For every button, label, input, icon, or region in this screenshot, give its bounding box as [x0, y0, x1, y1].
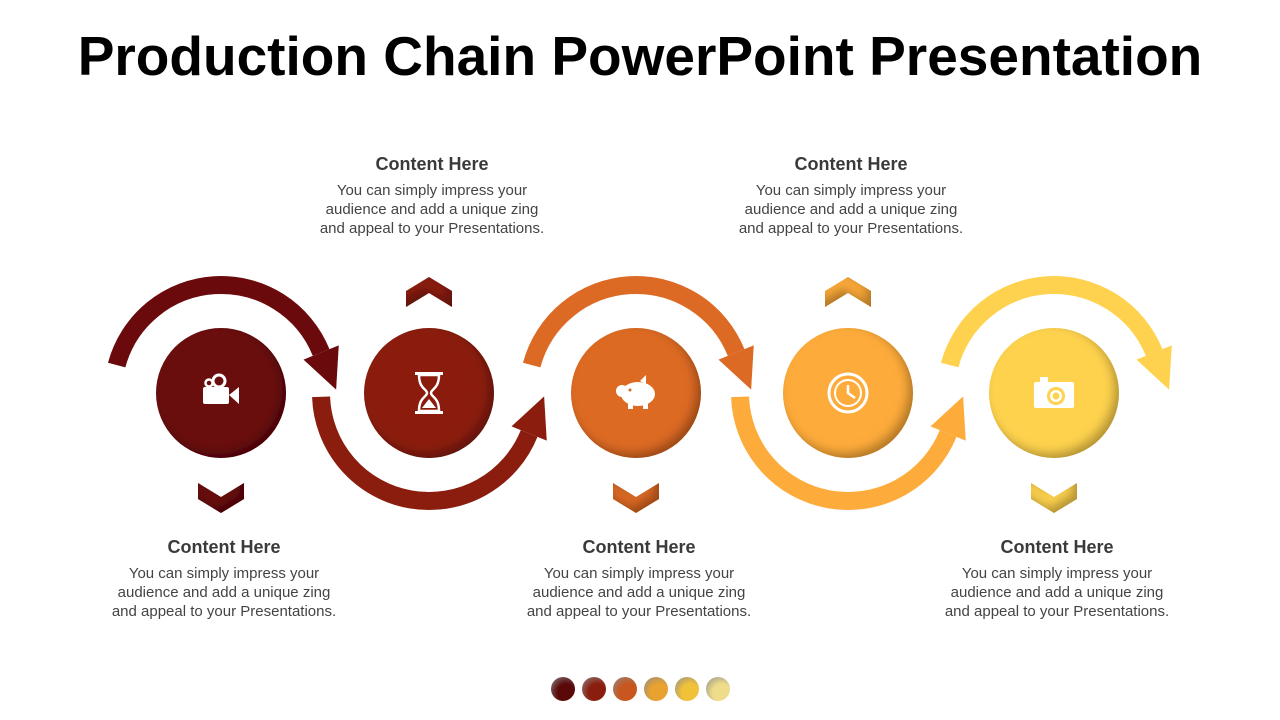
camera-icon	[1034, 377, 1074, 408]
step-description: You can simply impress your audience and…	[526, 565, 752, 620]
chevron-down-icon	[1031, 483, 1077, 513]
arrowhead-icon	[1136, 345, 1172, 390]
step-description: You can simply impress your audience and…	[319, 182, 545, 237]
video-camera-icon	[203, 373, 239, 404]
step-heading: Content Here	[375, 154, 489, 174]
chevron-down-icon	[613, 483, 659, 513]
chevron-down-icon	[198, 483, 244, 513]
flow-arrow-arc	[731, 396, 957, 510]
color-dot	[675, 677, 699, 701]
flow-arrow-arc	[940, 276, 1163, 368]
color-dots	[551, 677, 730, 701]
step-4	[731, 277, 966, 510]
chevron-up-icon	[406, 277, 452, 307]
slide-title: Production Chain PowerPoint Presentation	[77, 25, 1203, 87]
step-heading: Content Here	[794, 154, 908, 174]
step-heading: Content Here	[167, 537, 281, 557]
clock-icon	[827, 372, 869, 414]
step-5	[940, 276, 1172, 513]
arrowhead-icon	[718, 345, 754, 390]
piggy-bank-icon	[616, 375, 655, 409]
color-dot	[706, 677, 730, 701]
step-circle	[364, 328, 494, 458]
step-1	[107, 276, 339, 513]
arrowhead-icon	[511, 396, 547, 441]
step-description: You can simply impress your audience and…	[111, 565, 337, 620]
step-2	[312, 277, 547, 510]
flow-arrow-arc	[522, 276, 745, 368]
step-description: You can simply impress your audience and…	[944, 565, 1170, 620]
flow-arrow-arc	[312, 396, 538, 510]
arrowhead-icon	[303, 345, 339, 390]
step-heading: Content Here	[1000, 537, 1114, 557]
step-description: You can simply impress your audience and…	[738, 182, 964, 237]
step-3	[522, 276, 754, 513]
color-dot	[644, 677, 668, 701]
color-dot	[551, 677, 575, 701]
hourglass-icon	[415, 372, 443, 414]
color-dot	[582, 677, 606, 701]
step-heading: Content Here	[582, 537, 696, 557]
color-dot	[613, 677, 637, 701]
chevron-up-icon	[825, 277, 871, 307]
arrowhead-icon	[930, 396, 966, 441]
flow-arrow-arc	[107, 276, 330, 368]
